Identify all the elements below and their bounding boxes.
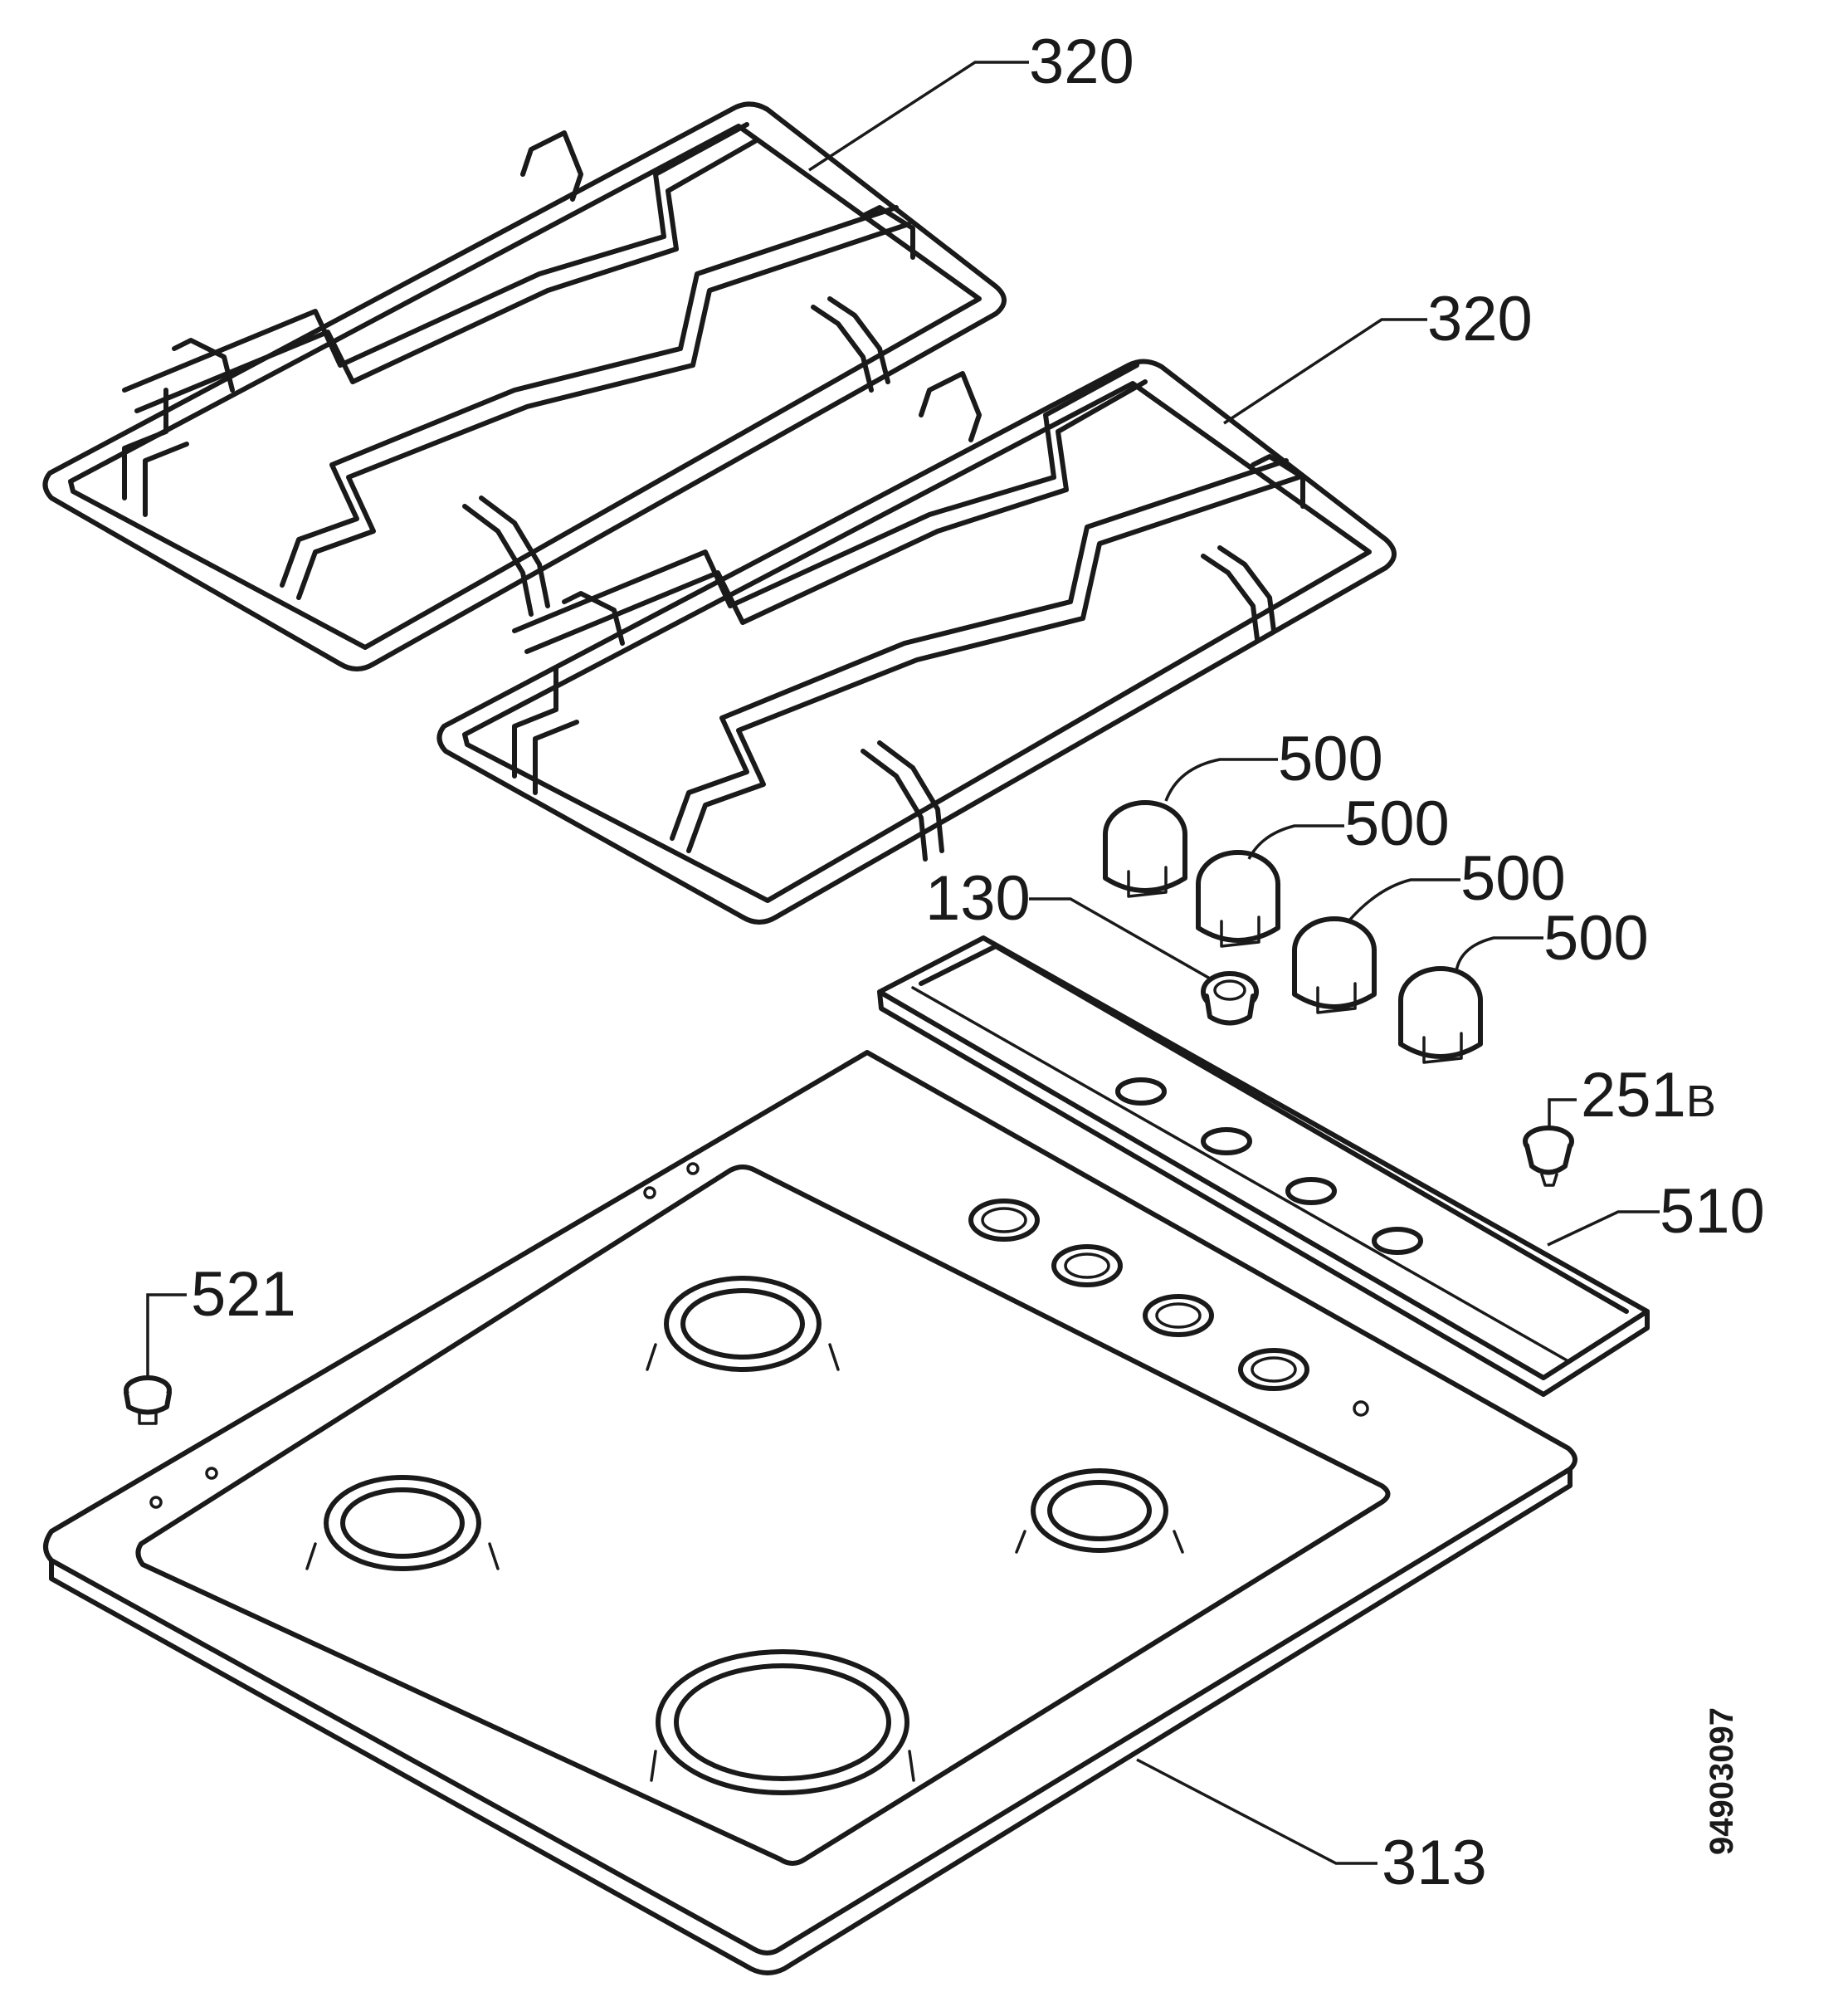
- burner-front-large: [650, 1649, 915, 1795]
- fixing-screw: [1523, 1125, 1574, 1187]
- document-number: 94903097: [1704, 1707, 1740, 1855]
- label-hob-top: 313: [1382, 1828, 1487, 1898]
- burner-rear: [646, 1276, 840, 1372]
- part-labels: 320 320 500 500 500 500 130 251B 510 521…: [191, 27, 1765, 1898]
- label-grate-lower: 320: [1427, 284, 1533, 354]
- label-screw-suffix: B: [1686, 1077, 1716, 1126]
- label-knob-1: 500: [1278, 724, 1383, 794]
- control-knob-2: [1196, 850, 1280, 948]
- control-panel-trim: [877, 935, 1650, 1397]
- control-knob-4: [1398, 966, 1483, 1064]
- label-grate-upper: 320: [1029, 27, 1134, 97]
- ignition-button: [1201, 971, 1259, 1026]
- rubber-foot: [124, 1375, 172, 1425]
- label-screw-number: 251: [1581, 1060, 1686, 1130]
- label-control-panel-trim: 510: [1660, 1176, 1765, 1247]
- control-knob-3: [1292, 916, 1377, 1014]
- label-knob-4: 500: [1543, 903, 1649, 974]
- label-ignition-button: 130: [925, 863, 1031, 934]
- leader-lines: [146, 61, 1660, 1865]
- burner-right: [1015, 1468, 1184, 1554]
- pan-support-grate-upper: [42, 101, 1007, 671]
- burner-left: [305, 1475, 500, 1571]
- label-fixing-screw: 251B: [1581, 1060, 1716, 1130]
- hob-top-plate: [43, 1050, 1577, 1975]
- label-rubber-foot: 521: [191, 1259, 296, 1330]
- pan-support-grate-lower: [436, 359, 1397, 925]
- control-knob-1: [1103, 800, 1187, 898]
- label-knob-3: 500: [1460, 843, 1566, 914]
- label-knob-2: 500: [1344, 788, 1450, 859]
